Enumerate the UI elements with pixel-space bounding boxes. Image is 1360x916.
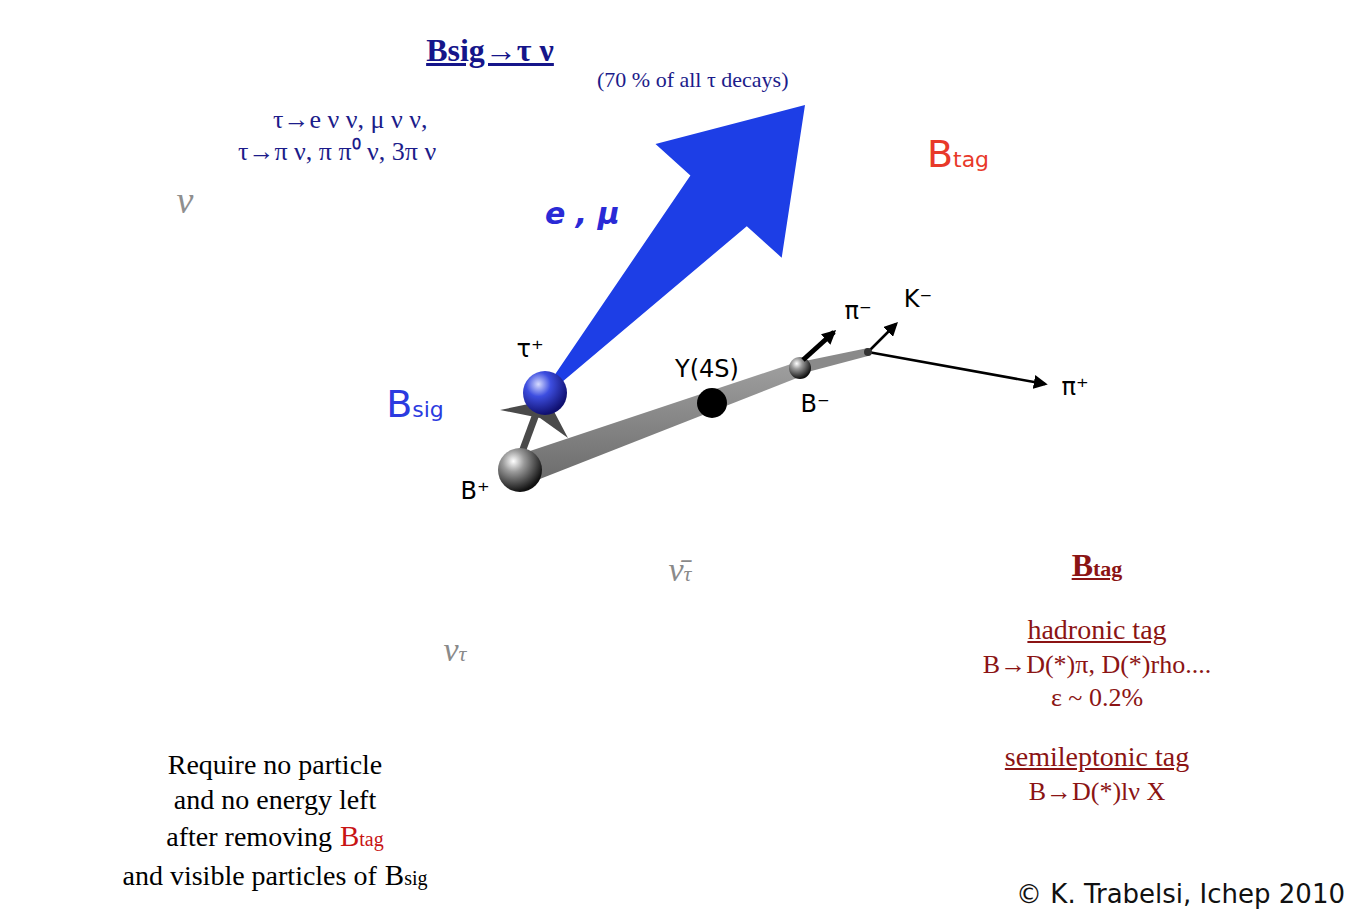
- note-text: and visible particles of: [123, 860, 377, 892]
- text-line: semileptonic tag: [1005, 741, 1189, 773]
- upsilon-dot: [697, 388, 727, 418]
- text-line: B⁻: [800, 391, 829, 419]
- signal-sphere: [76, 111, 884, 916]
- neutrino-label: ν: [177, 179, 194, 223]
- text-line: e , μ: [545, 197, 620, 232]
- particle-label: π⁺: [1061, 374, 1088, 402]
- kaon-track: [868, 324, 896, 352]
- note-term: Btag: [340, 820, 384, 853]
- tag-sphere: [776, 181, 1104, 509]
- neutrino-zigzag: ν̄τ: [540, 400, 785, 660]
- b-plus-ball: [498, 448, 542, 492]
- particle-label: Y(4S): [675, 356, 739, 384]
- decay-note: (70 % of all τ decays): [597, 67, 789, 92]
- note-term: Bsig: [385, 859, 428, 892]
- text-line: K⁻: [904, 286, 932, 314]
- particle-label: τ⁺: [516, 336, 543, 364]
- text-line: τ⁺: [516, 336, 543, 364]
- particle-label: K⁻: [904, 286, 932, 314]
- text-line: and no energy left: [174, 784, 376, 816]
- pion-track: [868, 352, 1045, 384]
- text-line: π⁺: [1061, 374, 1088, 402]
- text-line: after removingBtag: [166, 820, 383, 853]
- diagram-title: Bsig→τ ν: [426, 32, 554, 69]
- particle-label: B⁻: [800, 391, 829, 419]
- efficiency-note: ε ~ 0.2%: [1051, 683, 1143, 713]
- text-line: ε ~ 0.2%: [1051, 683, 1143, 713]
- particle-label: π⁻: [844, 298, 871, 326]
- neutrino-zigzag: [545, 405, 780, 655]
- text-line: hadronic tag: [1027, 614, 1166, 646]
- decay-modes: τ→e ν ν, μ ν ν,: [273, 105, 427, 135]
- text-line: τ→π ν, π π⁰ ν, 3π ν: [238, 137, 436, 167]
- neutrino-zigzag: [405, 490, 560, 705]
- node-outline: [775, 180, 1105, 510]
- text-line: τ→e ν ν, μ ν ν,: [273, 105, 427, 135]
- text-line: Btag: [1072, 547, 1123, 584]
- text-line: Require no particle: [168, 749, 383, 781]
- neutrino-arrow: ν: [125, 165, 545, 390]
- subheading: semileptonic tag: [1005, 741, 1189, 773]
- pion-track: [803, 332, 834, 360]
- neutrino-label: ν̄τ: [669, 550, 692, 589]
- lepton-label: e , μ: [545, 197, 620, 232]
- text-line: Y(4S): [675, 356, 739, 384]
- text-line: B→D(*)π, D(*)rho....: [983, 650, 1211, 680]
- neutrino-label: ντ: [444, 630, 467, 669]
- decay-vertex: [864, 348, 872, 356]
- neutrino-arrow: [130, 170, 541, 387]
- particle-label: B⁺: [460, 478, 489, 506]
- note-text: and no energy left: [174, 784, 376, 816]
- node-outline: [400, 485, 565, 710]
- node-outline: [540, 400, 785, 660]
- tag-sphere: Btag: [775, 180, 1105, 510]
- decay-channel: B→D(*)π, D(*)rho....: [983, 650, 1211, 680]
- section-heading: Btag: [1072, 547, 1123, 584]
- lepton-arrow: [546, 105, 805, 392]
- b-to-tau-arrow: [522, 414, 536, 452]
- text-line: © K. Trabelsi, Ichep 2010: [1016, 880, 1345, 910]
- note-text: after removing: [166, 821, 332, 853]
- text-line: B⁺: [460, 478, 489, 506]
- tau-ball: [523, 371, 567, 415]
- text-line: B→D(*)lν X: [1029, 777, 1166, 807]
- decay-modes: τ→π ν, π π⁰ ν, 3π ν: [238, 137, 436, 167]
- text-line: (70 % of all τ decays): [597, 67, 789, 92]
- decay-channel: B→D(*)lν X: [1029, 777, 1166, 807]
- copyright: © K. Trabelsi, Ichep 2010: [1016, 880, 1345, 910]
- text-line: π⁻: [844, 298, 871, 326]
- b-pair-band: [518, 361, 802, 486]
- note-text: Require no particle: [168, 749, 383, 781]
- neutrino-zigzag: ντ: [400, 485, 565, 710]
- text-line: and visible particles ofBsig: [123, 859, 428, 892]
- sphere-label: Btag: [927, 133, 989, 177]
- subheading: hadronic tag: [1027, 614, 1166, 646]
- sphere-label: Bsig: [386, 383, 444, 427]
- b-minus-ball: [789, 357, 811, 379]
